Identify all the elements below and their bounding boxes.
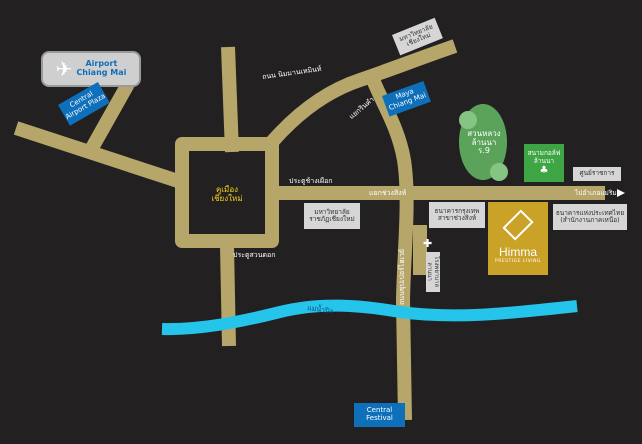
stadium-box[interactable]: สนามกอล์ฟ ล้านนา ♣ — [524, 144, 564, 182]
central-festival-box[interactable]: Central Festival — [354, 403, 405, 427]
airport-label: Airport Chiang Mai — [76, 59, 127, 77]
airplane-icon: ✈ — [55, 57, 73, 81]
park-label: สวนหลวง ล้านนา ร.9 — [467, 128, 501, 156]
road-nimman — [221, 46, 239, 153]
road-label-super-highway: ถนนซุปเปอร์ไฮเวย์ — [398, 248, 406, 305]
rajabhat-box[interactable]: มหาวิทยาลัย ราชภัฏเชียงใหม่ — [304, 203, 360, 229]
road-superhighway — [363, 69, 414, 421]
bot-box[interactable]: ธนาคารแห่งประเทศไทย (สำนักงานภาคเหนือ) — [553, 204, 627, 230]
krungthai-bank-box[interactable]: ธนาคารกรุงเทพ สาขาช่วงสิงห์ — [429, 202, 485, 228]
road-label-mae-rim: ไปอำเภอแม่ริม — [575, 189, 617, 197]
park-ovals — [459, 104, 508, 181]
hospital-cross-icon: ✚ — [423, 237, 433, 250]
airport-box[interactable]: ✈ Airport Chiang Mai — [41, 51, 141, 87]
moat-label: คูเมือง เชียงใหม่ — [211, 185, 243, 203]
moat-square — [175, 137, 279, 248]
road-airport-spur — [85, 80, 135, 152]
road-label-chuang-sing: แยกช่วงสิงห์ — [369, 189, 407, 197]
hospital-box[interactable]: โรงพยาบาล ลานนา — [426, 252, 441, 292]
himma-box[interactable]: Himma PRESTIGE LIVING — [488, 202, 548, 275]
himma-logo-icon — [502, 209, 534, 241]
tree-icon: ♣ — [539, 164, 549, 176]
road-label-suan-prung: ประตูสวนดอก — [233, 251, 276, 259]
road-label-chang-phueak: ประตูช้างเผือก — [289, 177, 333, 185]
road-south — [220, 245, 236, 347]
river-ping — [161, 299, 578, 336]
mae-rim-arrow-icon — [617, 189, 625, 197]
road-canal-northwest — [13, 121, 187, 190]
road-huay-kaew — [266, 39, 458, 147]
gov-center-box[interactable]: ศูนย์ราชการ — [573, 167, 621, 181]
